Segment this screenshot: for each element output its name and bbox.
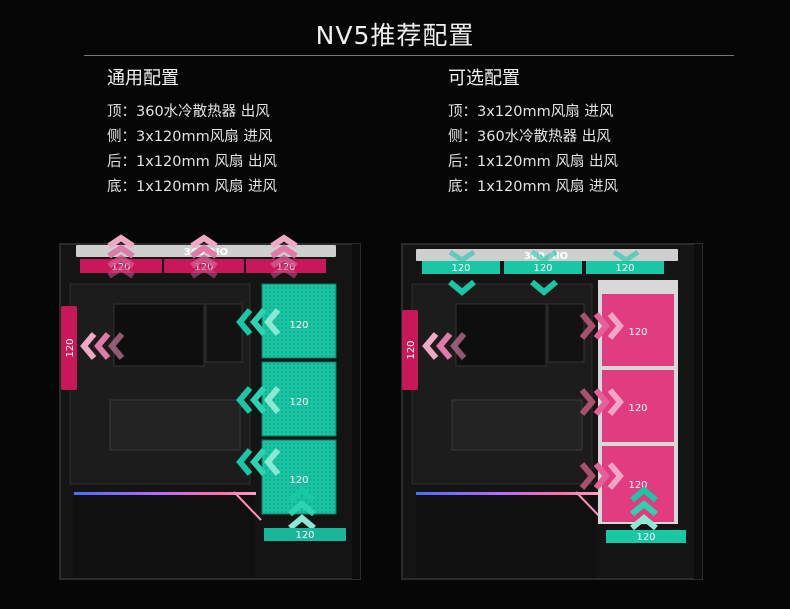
top-exhaust-arrows xyxy=(107,234,298,279)
side-arrow-1 xyxy=(236,308,281,336)
side-fan-3-label: 120 xyxy=(289,475,308,486)
bottom-fan xyxy=(264,528,346,541)
rear-fan-label: 120 xyxy=(406,340,417,359)
psu-shroud-edge xyxy=(233,491,262,521)
bottom-intake-arrows xyxy=(630,486,658,531)
optional-top-line: 顶：3x120mm风扇 进风 xyxy=(448,104,614,120)
side-fan-1-label: 120 xyxy=(628,327,647,338)
top-fan-1 xyxy=(422,261,500,274)
rear-fan xyxy=(402,310,418,390)
side-fan-3-label: 120 xyxy=(628,480,647,491)
standard-config: 通用配置 顶：360水冷散热器 出风 侧：3x120mm风扇 进风 后：1x12… xyxy=(107,66,277,200)
top-fan-2 xyxy=(504,261,582,274)
side-fan-2 xyxy=(261,361,337,437)
side-intake-arrows xyxy=(236,308,281,476)
side-fan-1 xyxy=(261,283,337,359)
side-arrow-2 xyxy=(236,386,281,414)
optional-config: 可选配置 顶：3x120mm风扇 进风 侧：360水冷散热器 出风 后：1x12… xyxy=(448,66,618,200)
rear-exhaust-arrows xyxy=(422,332,467,360)
bottom-fan-label: 120 xyxy=(636,532,655,543)
standard-case-illustration: 360 AIO 120 120 120 xyxy=(59,234,361,580)
optional-config-heading: 可选配置 xyxy=(448,68,520,89)
side-fan-2-label: 120 xyxy=(289,397,308,408)
optional-side-line: 侧：360水冷散热器 出风 xyxy=(448,129,611,145)
standard-config-heading: 通用配置 xyxy=(107,68,179,89)
bottom-fan xyxy=(606,530,686,543)
optional-case-illustration: 360 AIO 120 120 120 xyxy=(401,243,703,580)
side-fan-1-label: 120 xyxy=(289,320,308,331)
bottom-fan-label: 120 xyxy=(295,530,314,541)
title-divider xyxy=(84,55,734,56)
bottom-intake-arrows xyxy=(288,486,316,531)
rgb-light-strip xyxy=(416,492,598,495)
optional-rear-line: 后：1x120mm 风扇 出风 xyxy=(448,154,618,170)
side-fan-2-label: 120 xyxy=(628,403,647,414)
rear-exhaust-arrows xyxy=(80,332,125,360)
top-fan-2-label: 120 xyxy=(533,263,552,274)
optional-airflow-diagram: 360 AIO 120 120 120 xyxy=(398,238,710,583)
standard-bottom-line: 底：1x120mm 风扇 进风 xyxy=(107,179,277,195)
rear-fan-label: 120 xyxy=(65,338,76,357)
standard-side-line: 侧：3x120mm风扇 进风 xyxy=(107,129,273,145)
top-arrow-2 xyxy=(190,234,218,279)
standard-airflow-diagram: 360 AIO 120 120 120 xyxy=(56,234,368,583)
side-exhaust-arrows xyxy=(579,312,624,490)
top-fans: 120 120 120 xyxy=(422,261,664,274)
page-title: NV5推荐配置 xyxy=(315,21,475,50)
rgb-light-strip xyxy=(74,492,256,495)
side-arrow-3 xyxy=(236,448,281,476)
top-fan-1-label: 120 xyxy=(451,263,470,274)
standard-top-line: 顶：360水冷散热器 出风 xyxy=(107,104,270,120)
standard-rear-line: 后：1x120mm 风扇 出风 xyxy=(107,154,277,170)
optional-bottom-line: 底：1x120mm 风扇 进风 xyxy=(448,179,618,195)
top-arrow-3 xyxy=(270,234,298,279)
top-fan-3-label: 120 xyxy=(615,263,634,274)
rear-fan xyxy=(61,306,77,390)
top-fan-3 xyxy=(586,261,664,274)
top-arrow-1 xyxy=(107,234,135,279)
